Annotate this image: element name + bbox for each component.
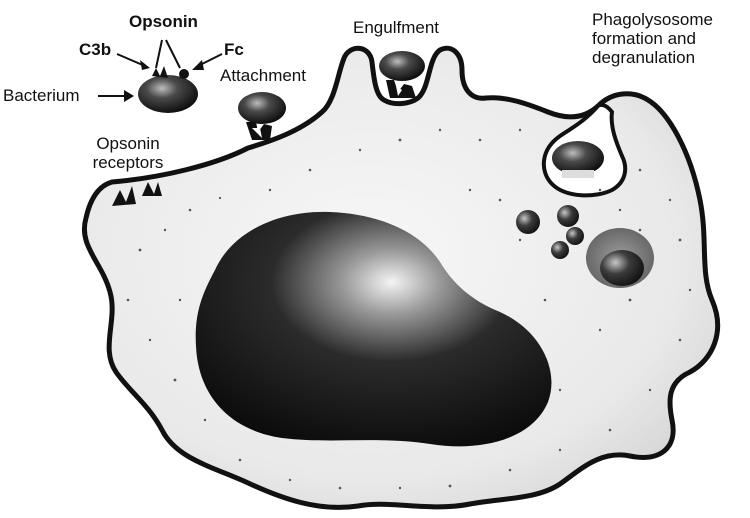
granule [566, 227, 584, 245]
free-bacterium [138, 66, 198, 113]
engulfment-label: Engulfment [353, 18, 439, 37]
attachment-label: Attachment [220, 66, 306, 85]
granule [516, 210, 540, 234]
attached-bacterium [238, 92, 286, 140]
phagolysosome-label-line3: degranulation [592, 48, 713, 67]
c3b-opsonin [152, 66, 168, 78]
fc-label: Fc [224, 40, 244, 59]
phagolysosome-label: Phagolysosome formation and degranulatio… [592, 10, 713, 67]
opsonin-receptors-label-line2: receptors [78, 153, 178, 172]
engulfed-bacterium [379, 51, 425, 98]
granule [551, 241, 569, 259]
fc-opsonin [179, 69, 189, 79]
granule [557, 205, 579, 227]
phagolysosome-label-line2: formation and [592, 29, 713, 48]
c3b-label: C3b [79, 40, 111, 59]
opsonin-label: Opsonin [129, 12, 198, 31]
phagolysosome [600, 250, 644, 286]
bacterium-label: Bacterium [3, 86, 80, 105]
opsonin-receptors-label: Opsonin receptors [78, 134, 178, 172]
opsonin-receptors-label-line1: Opsonin [78, 134, 178, 153]
phagocytosed-bacterium [552, 141, 604, 175]
phagolysosome-label-line1: Phagolysosome [592, 10, 713, 29]
